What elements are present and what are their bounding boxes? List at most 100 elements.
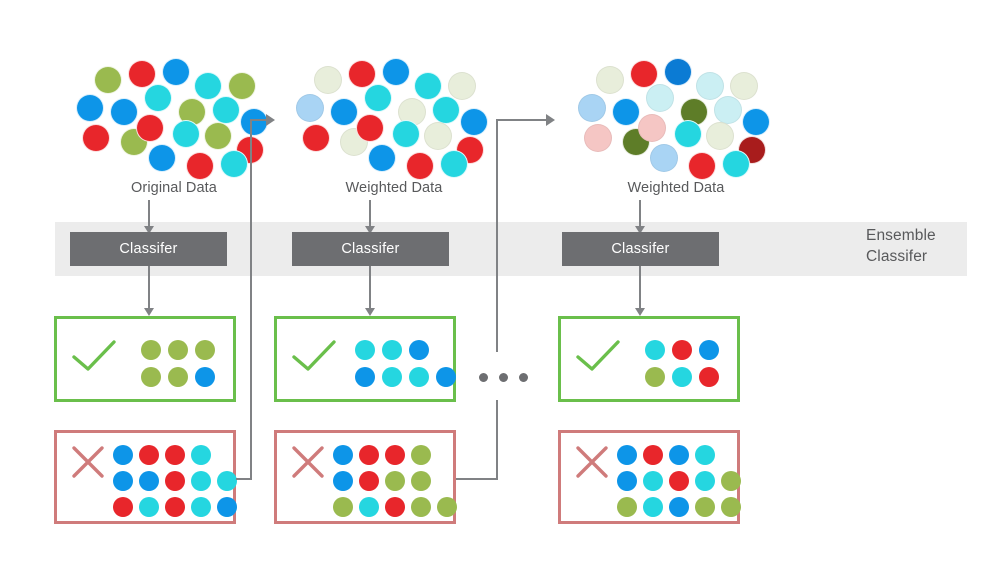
result-dot <box>168 367 188 387</box>
result-dot <box>141 340 161 360</box>
cluster-dot <box>194 72 222 100</box>
result-dot <box>411 471 431 491</box>
result-dot <box>359 497 379 517</box>
cluster-dot <box>578 94 606 122</box>
cluster-dot <box>722 150 750 178</box>
incorrect-result-box-2 <box>274 430 457 524</box>
result-dot <box>617 445 637 465</box>
check-mark-icon <box>72 340 116 371</box>
cluster-dot <box>136 114 164 142</box>
correct-result-box-2 <box>274 316 456 402</box>
cluster-dot <box>314 66 342 94</box>
cluster-dot <box>432 96 460 124</box>
result-dot <box>217 497 237 517</box>
correct-result-box-3 <box>558 316 740 402</box>
result-dot <box>359 471 379 491</box>
ensemble-label-line2: Classifer <box>866 248 928 265</box>
result-dot <box>411 497 431 517</box>
result-dot <box>139 445 159 465</box>
result-dot <box>141 367 161 387</box>
cluster-dot <box>364 84 392 112</box>
result-dot <box>643 497 663 517</box>
ellipsis-dot <box>519 373 528 382</box>
result-dot <box>645 367 665 387</box>
cluster-dot <box>340 128 368 156</box>
cluster-dot <box>348 60 376 88</box>
result-dot <box>382 340 402 360</box>
result-dot <box>195 367 215 387</box>
cluster-dot <box>448 72 476 100</box>
caption-weighted-data-2: Weighted Data <box>627 180 725 196</box>
result-dot <box>643 445 663 465</box>
ensemble-label-line1: Ensemble <box>866 227 936 244</box>
ellipsis-dot <box>479 373 488 382</box>
cluster-dot <box>82 124 110 152</box>
result-dot <box>669 471 689 491</box>
cluster-dot <box>220 150 248 178</box>
result-dot <box>333 445 353 465</box>
cluster-dot <box>110 98 138 126</box>
result-dot <box>113 471 133 491</box>
result-dot <box>669 497 689 517</box>
classifier-box-2[interactable]: Classifer <box>292 232 449 266</box>
result-dot <box>139 471 159 491</box>
result-dot <box>721 471 741 491</box>
result-dot <box>382 367 402 387</box>
incorrect-result-box-3 <box>558 430 741 524</box>
result-dot <box>195 340 215 360</box>
cluster-dot <box>664 58 692 86</box>
result-dot <box>113 497 133 517</box>
cluster-dot <box>696 72 724 100</box>
result-dot <box>355 340 375 360</box>
cluster-dot <box>240 108 268 136</box>
cross-mark-icon <box>72 446 104 478</box>
result-dot <box>695 445 715 465</box>
result-dot <box>409 367 429 387</box>
result-dot <box>168 340 188 360</box>
result-dot <box>645 340 665 360</box>
data-cluster-weighted-1 <box>296 58 492 182</box>
result-dot <box>617 471 637 491</box>
cluster-dot <box>424 122 452 150</box>
result-dot <box>191 445 211 465</box>
ellipsis-dots <box>479 373 528 382</box>
result-dot <box>165 471 185 491</box>
result-dot <box>672 340 692 360</box>
cluster-dot <box>296 94 324 122</box>
incorrect-result-box-1 <box>54 430 237 524</box>
result-dot <box>411 445 431 465</box>
cluster-dot <box>228 72 256 100</box>
check-mark-icon <box>576 340 620 371</box>
cluster-dot <box>714 96 742 124</box>
classifier-box-1[interactable]: Classifer <box>70 232 227 266</box>
cluster-dot <box>612 98 640 126</box>
cluster-dot <box>730 72 758 100</box>
result-dot <box>385 497 405 517</box>
result-dot <box>191 497 211 517</box>
cluster-dot <box>330 98 358 126</box>
result-dot <box>436 367 456 387</box>
cluster-dot <box>204 122 232 150</box>
cluster-dot <box>368 144 396 172</box>
cluster-dot <box>128 60 156 88</box>
cluster-dot <box>302 124 330 152</box>
result-dot <box>191 471 211 491</box>
classifier-box-3[interactable]: Classifer <box>562 232 719 266</box>
result-dot <box>643 471 663 491</box>
cluster-dot <box>706 122 734 150</box>
result-dot <box>409 340 429 360</box>
cluster-dot <box>650 144 678 172</box>
cluster-dot <box>674 120 702 148</box>
data-cluster-original <box>76 58 272 182</box>
result-dot <box>385 471 405 491</box>
result-dot <box>385 445 405 465</box>
ellipsis-dot <box>499 373 508 382</box>
cluster-dot <box>382 58 410 86</box>
result-dot <box>333 497 353 517</box>
cluster-dot <box>94 66 122 94</box>
result-dot <box>699 367 719 387</box>
data-cluster-weighted-2 <box>578 58 774 182</box>
cluster-dot <box>440 150 468 178</box>
cluster-dot <box>638 114 666 142</box>
